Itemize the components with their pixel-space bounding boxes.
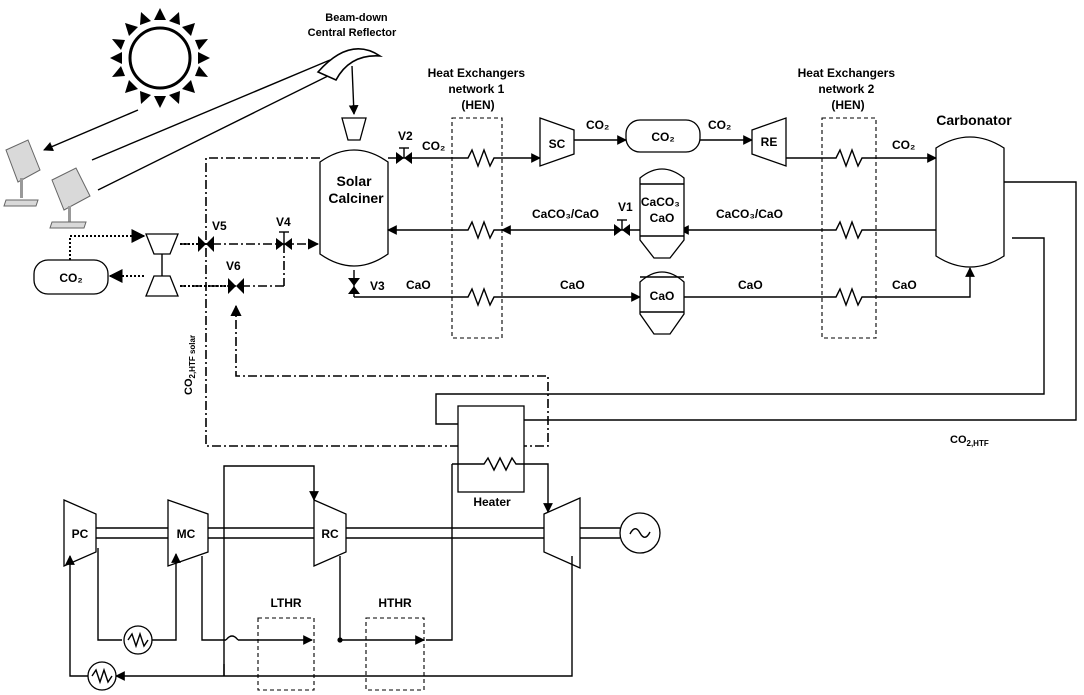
htf-line xyxy=(435,237,1045,425)
re-expander xyxy=(751,117,787,167)
v2-label: V2 xyxy=(398,129,413,143)
hen1-line-1: Heat Exchangers xyxy=(428,66,526,80)
caco3-tank-label: CaCO₃ CaO xyxy=(641,195,683,225)
sc-label: SC xyxy=(549,137,566,151)
v4-label: V4 xyxy=(276,215,291,229)
cao-flow-label: CaO xyxy=(738,278,763,292)
beam-down-arrow xyxy=(348,65,359,115)
mc-compressor xyxy=(167,499,209,567)
cycle-line xyxy=(97,548,122,641)
caco3-tank-line-1: CaCO₃ xyxy=(641,195,680,209)
power-turbine xyxy=(543,496,581,570)
cao-flow-label: CaO xyxy=(560,278,585,292)
co2-vessel xyxy=(625,119,701,153)
co2-flow-label: CO₂ xyxy=(892,138,915,152)
valve-v4 xyxy=(276,231,292,250)
hen1-box xyxy=(451,117,503,339)
valve-v3 xyxy=(348,278,360,294)
v3-label: V3 xyxy=(370,279,385,293)
v5-label: V5 xyxy=(212,219,227,233)
reflector-line-1: Beam-down xyxy=(325,12,388,24)
reflector-line-2: Central Reflector xyxy=(308,27,397,39)
crossover xyxy=(225,635,239,641)
co2-vessel-label: CO₂ xyxy=(651,130,674,144)
reflector-icon xyxy=(316,48,383,82)
cao-line xyxy=(874,267,975,298)
calciner-funnel xyxy=(341,117,367,141)
heater-coil xyxy=(452,456,553,513)
lthr-box xyxy=(257,617,315,691)
reflected-ray xyxy=(97,71,337,191)
valve-v2 xyxy=(396,147,412,164)
cao-tank-label: CaO xyxy=(650,289,675,303)
heliostat-icon xyxy=(3,139,41,207)
hen1-line-2: network 1 xyxy=(448,82,504,96)
htf-label: CO2,HTF xyxy=(950,434,989,448)
cycle-line xyxy=(223,465,319,676)
solar-calciner xyxy=(319,149,389,267)
caco3-tank-line-2: CaO xyxy=(650,211,675,225)
v6-label: V6 xyxy=(226,259,241,273)
co2-store-label: CO₂ xyxy=(59,271,82,285)
hen1-line-3: (HEN) xyxy=(461,98,494,112)
calciner-line-1: Solar xyxy=(337,173,373,189)
hthr-label: HTHR xyxy=(378,596,412,610)
sc-compressor xyxy=(539,117,575,167)
cycle-line xyxy=(201,556,226,641)
sun-ray xyxy=(43,109,139,152)
hen2-box xyxy=(821,117,877,339)
caco3-flow-label: CaCO₃/CaO xyxy=(716,207,783,221)
heater-box xyxy=(457,405,525,493)
valve-v6 xyxy=(228,278,244,294)
carbonator xyxy=(935,136,1005,268)
co2-dotted-line xyxy=(69,229,146,260)
cao-flow-label: CaO xyxy=(892,278,917,292)
heater-label: Heater xyxy=(473,495,511,509)
htf-solar-loop xyxy=(205,157,549,447)
htf-solar-label: CO2,HTF solar xyxy=(183,335,197,395)
caco3-flow-label: CaCO₃/CaO xyxy=(532,207,599,221)
reflector-label: Beam-down Central Reflector xyxy=(308,12,397,39)
hen2-line-2: network 2 xyxy=(818,82,874,96)
hthr-box xyxy=(365,617,425,691)
hen1-label: Heat Exchangers network 1 (HEN) xyxy=(428,66,529,112)
co2-flow-label: CO₂ xyxy=(586,118,609,132)
carbonator-label: Carbonator xyxy=(936,112,1012,128)
lthr-label: LTHR xyxy=(270,596,301,610)
hen2-line-3: (HEN) xyxy=(831,98,864,112)
cycle-line xyxy=(115,556,573,681)
calciner-line-2: Calciner xyxy=(328,190,384,206)
mc-label: MC xyxy=(177,527,196,541)
re-label: RE xyxy=(761,135,778,149)
cycle-line xyxy=(426,464,453,641)
rc-compressor xyxy=(313,499,347,567)
hen2-label: Heat Exchangers network 2 (HEN) xyxy=(798,66,899,112)
cao-tank xyxy=(639,271,685,335)
htf-turbine xyxy=(145,275,179,297)
hen-coils xyxy=(458,148,874,307)
heliostat-icon xyxy=(49,167,91,229)
cao-flow-label: CaO xyxy=(406,278,431,292)
co2-flow-label: CO₂ xyxy=(422,139,445,153)
valve-v5 xyxy=(198,236,214,252)
sun-icon xyxy=(110,8,210,108)
cycle-line xyxy=(152,553,181,641)
pc-compressor xyxy=(63,499,97,567)
valve-v1 xyxy=(614,219,630,236)
cycle-line xyxy=(65,555,88,677)
pc-label: PC xyxy=(72,527,89,541)
rc-label: RC xyxy=(321,527,339,541)
co2-flow-label: CO₂ xyxy=(708,118,731,132)
calciner-label: Solar Calciner xyxy=(328,173,384,206)
htf-compressor xyxy=(145,233,179,255)
reflected-ray xyxy=(91,59,331,161)
v1-label: V1 xyxy=(618,200,633,214)
hen2-line-1: Heat Exchangers xyxy=(798,66,896,80)
